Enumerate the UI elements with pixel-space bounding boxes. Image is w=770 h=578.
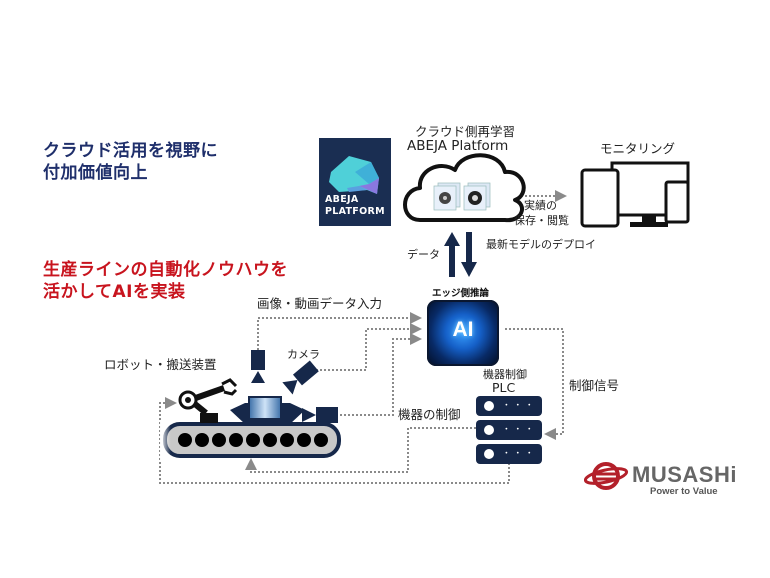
headline-cloud-value-line1: クラウド活用を視野に	[43, 141, 218, 161]
plc-power-dot	[484, 425, 494, 435]
plc-leds: • • •	[504, 426, 534, 433]
device-control-label: 機器の制御	[398, 407, 461, 422]
conveyor-icon	[160, 420, 341, 460]
edge-inference-label: エッジ側推論	[432, 288, 490, 299]
robot-arm-icon	[178, 378, 238, 423]
side-camera-icon	[302, 407, 338, 423]
cloud-title-line1: クラウド側再学習	[415, 124, 516, 139]
musashi-brand-name: MUSASHi	[632, 462, 737, 487]
abeja-platform-logo: ABEJA PLATFORM	[319, 138, 391, 226]
plc-leds: • • •	[504, 402, 534, 409]
angled-camera-icon	[282, 360, 319, 395]
ai-text: AI	[452, 318, 474, 341]
plc-label-line2: PLC	[492, 380, 516, 395]
abeja-logo-text: ABEJA PLATFORM	[325, 194, 385, 218]
headline-cloud-value: クラウド活用を視野に 付加価値向上	[43, 140, 218, 184]
plc-power-dot	[484, 449, 494, 459]
sync-arrows-icon	[444, 232, 477, 277]
image-video-input-label: 画像・動画データ入力	[257, 296, 383, 311]
control-signal-connector	[505, 328, 564, 440]
ai-brain-icon: AI	[427, 300, 499, 366]
musashi-tagline: Power to Value	[650, 486, 718, 497]
control-signal-label: 制御信号	[569, 378, 620, 393]
device-control-connector	[245, 427, 476, 473]
plc-unit: • • •	[476, 396, 542, 416]
headline-line-ai: 生産ラインの自動化ノウハウを 活かしてAIを実装	[43, 259, 288, 303]
training-data-stack-icon	[433, 182, 491, 211]
robot-conveyor-label: ロボット・搬送装置	[104, 357, 217, 372]
image-input-connector	[257, 312, 422, 350]
model-deploy-label: 最新モデルのデプロイ	[486, 238, 596, 251]
store-view-line1: 実績の	[524, 199, 557, 212]
data-upload-label: データ	[407, 248, 440, 261]
robot-control-connector	[159, 397, 510, 484]
plc-label-line1: 機器制御	[483, 368, 527, 381]
abeja-logo-line2: PLATFORM	[325, 206, 385, 217]
plc-power-dot	[484, 401, 494, 411]
camera-label: カメラ	[287, 348, 320, 361]
workpiece-icon	[230, 396, 305, 424]
headline-cloud-value-line2: 付加価値向上	[43, 163, 148, 183]
devices-icon	[580, 161, 690, 228]
cloud-icon	[403, 153, 526, 223]
cloud-title-line2: ABEJA Platform	[407, 138, 509, 154]
top-camera-icon	[251, 350, 265, 383]
headline-line-ai-line1: 生産ラインの自動化ノウハウを	[43, 260, 288, 280]
abeja-logo-line1: ABEJA	[325, 194, 359, 205]
plc-leds: • • •	[504, 450, 534, 457]
store-view-line2: 保存・閲覧	[514, 214, 569, 227]
plc-unit: • • •	[476, 444, 542, 464]
plc-unit: • • •	[476, 420, 542, 440]
abeja-logo-mark-icon	[329, 156, 379, 194]
headline-line-ai-line2: 活かしてAIを実装	[43, 282, 186, 302]
monitoring-label: モニタリング	[600, 141, 676, 156]
musashi-logo-mark-icon	[584, 462, 629, 490]
camera-connector	[316, 323, 422, 371]
